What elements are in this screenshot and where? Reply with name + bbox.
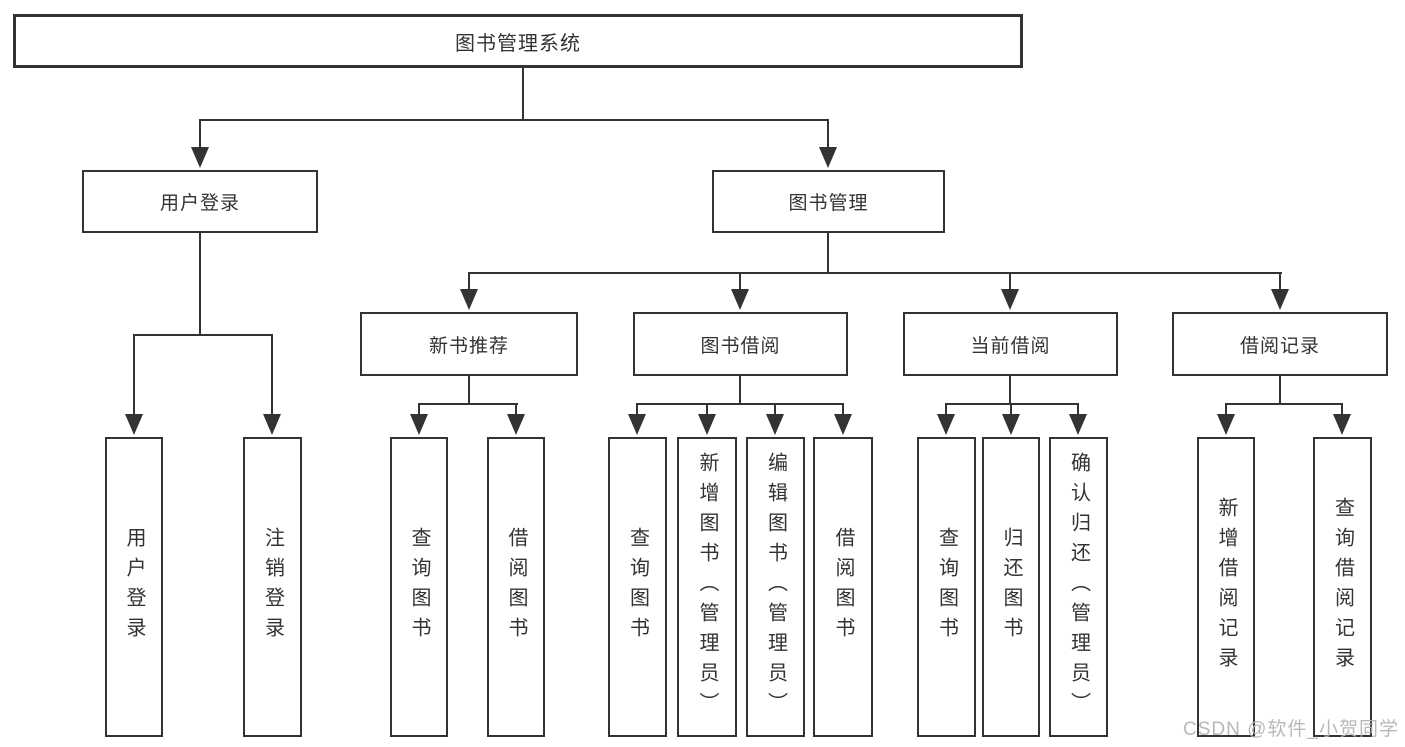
arrow-down-icon bbox=[1002, 414, 1020, 435]
connector-line bbox=[271, 334, 273, 416]
connector-line bbox=[1225, 403, 1227, 416]
leaf-query-books-recommend: 查询图书 bbox=[390, 437, 448, 737]
arrow-down-icon bbox=[937, 414, 955, 435]
arrow-down-icon bbox=[263, 414, 281, 435]
node-label: 查询图书 bbox=[408, 527, 430, 647]
arrow-down-icon bbox=[698, 414, 716, 435]
connector-line bbox=[418, 403, 420, 416]
connector-line bbox=[1341, 403, 1343, 416]
connector-line bbox=[468, 376, 470, 404]
node-label: 注销登录 bbox=[261, 527, 284, 647]
connector-line bbox=[636, 403, 638, 416]
node-label: 归还图书 bbox=[1000, 527, 1022, 647]
arrow-down-icon bbox=[125, 414, 143, 435]
node-label: 借阅图书 bbox=[505, 527, 527, 647]
leaf-borrow-books-recommend: 借阅图书 bbox=[487, 437, 545, 737]
connector-line bbox=[133, 334, 273, 336]
leaf-query-borrow-record: 查询借阅记录 bbox=[1313, 437, 1372, 737]
connector-line bbox=[1279, 272, 1281, 291]
node-label: 用户登录 bbox=[123, 527, 145, 647]
leaf-query-books-current: 查询图书 bbox=[917, 437, 976, 737]
node-label: 借阅图书 bbox=[832, 527, 854, 647]
connector-line bbox=[1279, 376, 1281, 404]
node-book-borrowing: 图书借阅 bbox=[633, 312, 848, 376]
connector-line bbox=[199, 119, 201, 149]
node-label: 新增图书（管理员） bbox=[696, 452, 718, 722]
connector-line bbox=[522, 68, 524, 120]
connector-line bbox=[1010, 403, 1012, 416]
connector-line bbox=[133, 334, 135, 416]
node-label: 新增借阅记录 bbox=[1215, 497, 1237, 677]
connector-line bbox=[199, 119, 829, 121]
leaf-edit-books-admin: 编辑图书（管理员） bbox=[746, 437, 805, 737]
connector-line bbox=[468, 272, 1282, 274]
node-book-management: 图书管理 bbox=[712, 170, 945, 233]
node-user-login: 用户登录 bbox=[82, 170, 318, 233]
arrow-down-icon bbox=[460, 289, 478, 310]
arrow-down-icon bbox=[1217, 414, 1235, 435]
node-label: 图书借阅 bbox=[700, 335, 781, 357]
node-label: 新书推荐 bbox=[428, 335, 509, 357]
leaf-return-books: 归还图书 bbox=[982, 437, 1040, 737]
arrow-down-icon bbox=[1333, 414, 1351, 435]
connector-line bbox=[739, 272, 741, 291]
node-label: 查询图书 bbox=[626, 527, 649, 647]
leaf-borrow-books: 借阅图书 bbox=[813, 437, 873, 737]
leaf-query-books-borrowing: 查询图书 bbox=[608, 437, 667, 737]
connector-line bbox=[774, 403, 776, 416]
arrow-down-icon bbox=[1069, 414, 1087, 435]
connector-line bbox=[827, 119, 829, 149]
node-label: 确认归还（管理员） bbox=[1067, 452, 1090, 722]
node-label: 借阅记录 bbox=[1239, 335, 1320, 357]
arrow-down-icon bbox=[731, 289, 749, 310]
node-new-book-recommendation: 新书推荐 bbox=[360, 312, 578, 376]
arrow-down-icon bbox=[766, 414, 784, 435]
connector-line bbox=[418, 403, 518, 405]
connector-line bbox=[706, 403, 708, 416]
node-current-borrowing: 当前借阅 bbox=[903, 312, 1118, 376]
connector-line bbox=[1225, 403, 1343, 405]
connector-line bbox=[515, 403, 517, 416]
connector-line bbox=[1077, 403, 1079, 416]
connector-line bbox=[945, 403, 947, 416]
node-label: 图书管理系统 bbox=[455, 32, 581, 55]
node-label: 图书管理 bbox=[788, 193, 869, 214]
node-label: 当前借阅 bbox=[970, 335, 1051, 357]
connector-line bbox=[739, 376, 741, 404]
arrow-down-icon bbox=[410, 414, 428, 435]
leaf-user-login: 用户登录 bbox=[105, 437, 163, 737]
arrow-down-icon bbox=[834, 414, 852, 435]
arrow-down-icon bbox=[1001, 289, 1019, 310]
node-label: 查询借阅记录 bbox=[1331, 497, 1354, 677]
connector-line bbox=[1009, 272, 1011, 291]
arrow-down-icon bbox=[507, 414, 525, 435]
watermark: CSDN @软件_小贺同学 bbox=[1183, 719, 1399, 740]
connector-line bbox=[1009, 376, 1011, 404]
connector-line bbox=[199, 233, 201, 336]
connector-line bbox=[945, 403, 1079, 405]
leaf-confirm-return-admin: 确认归还（管理员） bbox=[1049, 437, 1108, 737]
node-library-management-system: 图书管理系统 bbox=[13, 14, 1023, 68]
leaf-logout: 注销登录 bbox=[243, 437, 302, 737]
leaf-add-borrow-record: 新增借阅记录 bbox=[1197, 437, 1255, 737]
node-label: 编辑图书（管理员） bbox=[764, 452, 787, 722]
connector-line bbox=[636, 403, 844, 405]
connector-line bbox=[468, 272, 470, 291]
arrow-down-icon bbox=[191, 147, 209, 168]
arrow-down-icon bbox=[819, 147, 837, 168]
node-label: 查询图书 bbox=[935, 527, 958, 647]
node-borrowing-records: 借阅记录 bbox=[1172, 312, 1388, 376]
leaf-add-books-admin: 新增图书（管理员） bbox=[677, 437, 737, 737]
node-label: 用户登录 bbox=[159, 193, 240, 214]
connector-line bbox=[827, 233, 829, 274]
arrow-down-icon bbox=[1271, 289, 1289, 310]
connector-line bbox=[842, 403, 844, 416]
arrow-down-icon bbox=[628, 414, 646, 435]
